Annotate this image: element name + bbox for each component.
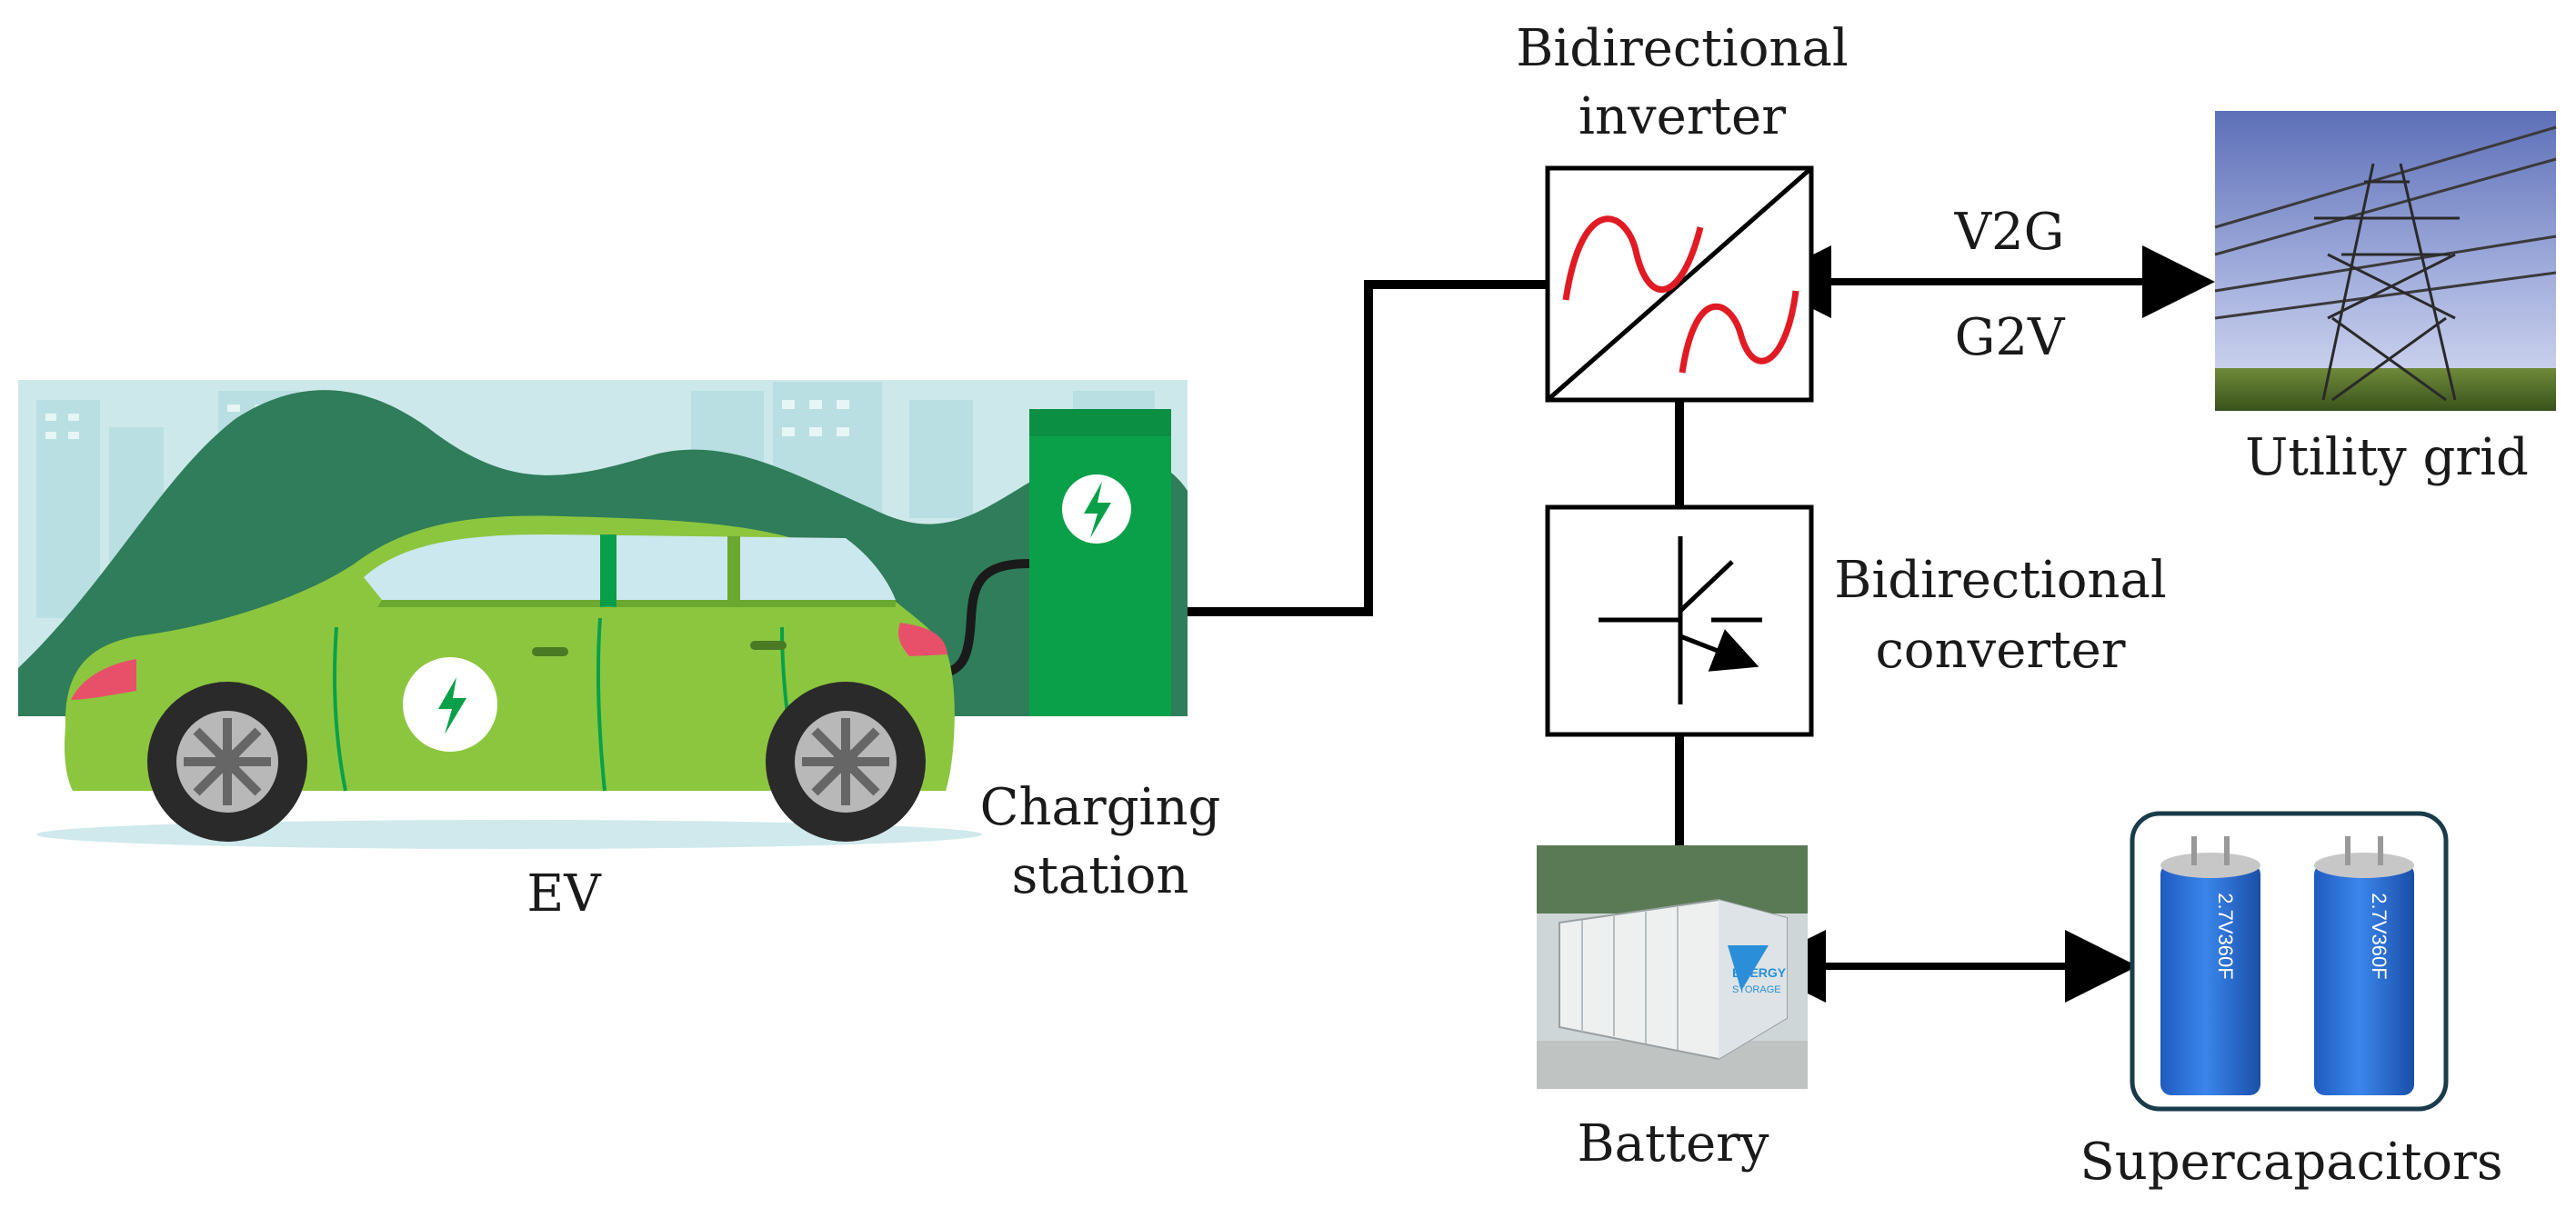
ev-label: EV <box>526 864 601 923</box>
battery-label: Battery <box>1577 1114 1769 1173</box>
rear-wheel-icon <box>766 682 926 842</box>
v2g-label: V2G <box>1954 203 2065 262</box>
ac-wave-top-icon <box>1562 215 1704 301</box>
inverter-label-line1: Bidirectional <box>1516 19 1849 78</box>
g2v-label: G2V <box>1954 308 2065 367</box>
front-wheel-icon <box>147 682 307 842</box>
capacitor-left-icon: 2.7V360F <box>2160 836 2260 1095</box>
capacitor-right-icon: 2.7V360F <box>2314 836 2414 1095</box>
charging-station-label-line2: station <box>1011 846 1189 905</box>
converter-label-line1: Bidirectional <box>1834 551 2167 610</box>
supercapacitors-image: 2.7V360F 2.7V360F <box>2130 811 2449 1112</box>
charging-station-icon <box>944 409 1171 716</box>
ev-scene <box>18 380 1188 849</box>
transmission-tower-icon <box>2314 163 2460 402</box>
capacitor-left-marking: 2.7V360F <box>2214 893 2237 979</box>
utility-grid-image <box>2214 111 2557 411</box>
capacitor-right-marking: 2.7V360F <box>2368 893 2391 979</box>
converter-label-line2: converter <box>1875 621 2126 680</box>
ac-wave-bottom-icon <box>1679 290 1799 374</box>
supercapacitors-label: Supercapacitors <box>2080 1133 2503 1192</box>
battery-image: ENERGY STORAGE <box>1537 845 1808 1089</box>
inverter-label-line2: inverter <box>1579 87 1786 146</box>
bidirectional-inverter-icon <box>1545 165 1814 403</box>
station-to-inverter-line <box>1188 280 1548 616</box>
charging-station-label-line1: Charging <box>979 778 1221 837</box>
battery-container-text-2: STORAGE <box>1732 984 1781 995</box>
battery-container-text-1: ENERGY <box>1732 965 1787 980</box>
electric-car-icon <box>64 515 955 842</box>
utility-grid-label: Utility grid <box>2245 428 2529 487</box>
bidirectional-converter-icon <box>1545 504 1814 737</box>
